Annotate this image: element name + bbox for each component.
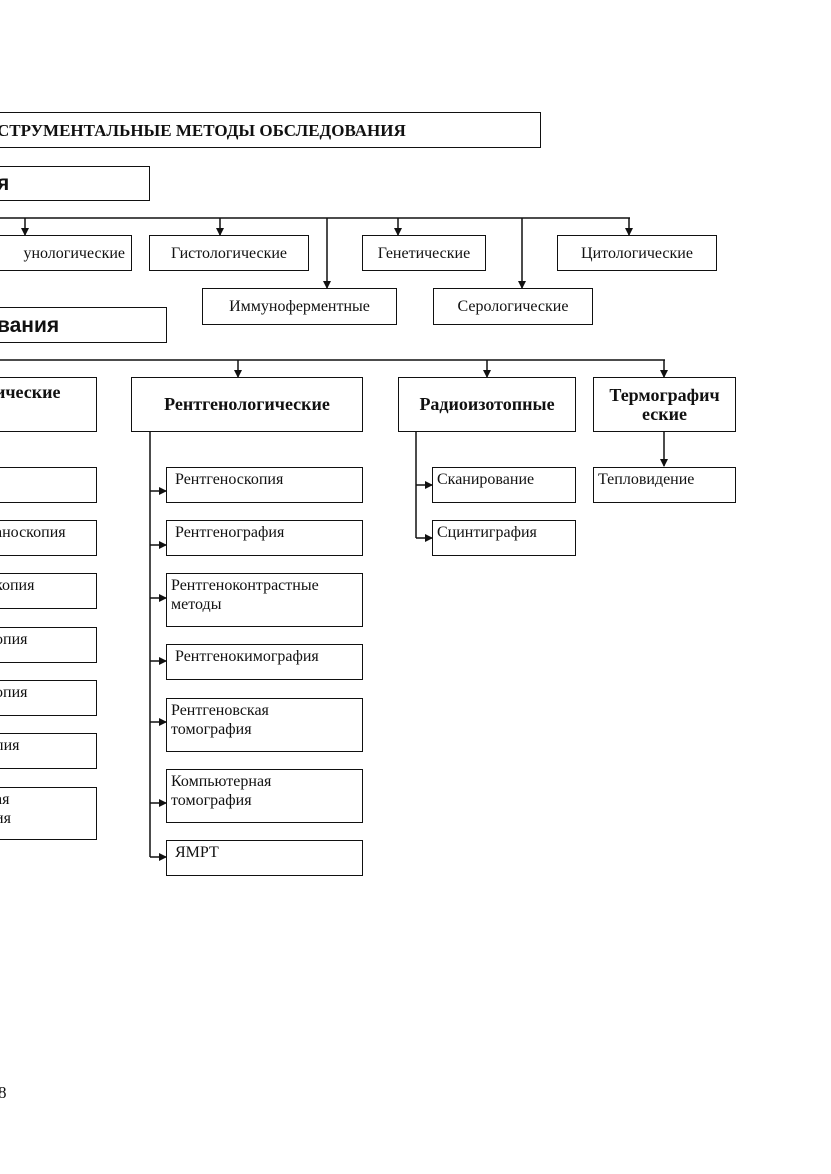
xray-item: ЯМРТ — [166, 840, 363, 876]
page-number: 8 — [0, 1083, 7, 1102]
lab-item-histological: Гистологические — [149, 235, 309, 271]
left-item — [0, 467, 97, 503]
xray-item: Рентгенокимография — [166, 644, 363, 680]
left-item: копия — [0, 573, 97, 609]
left-item: опия — [0, 680, 97, 716]
lab-methods-title: я — [0, 173, 9, 194]
lab-item-cytological: Цитологические — [557, 235, 717, 271]
left-item: аноскопия — [0, 520, 97, 556]
main-title: СТРУМЕНТАЛЬНЫЕ МЕТОДЫ ОБСЛЕДОВАНИЯ — [0, 120, 406, 140]
thermo-item: Тепловидение — [593, 467, 736, 503]
radioisotope-item: Сканирование — [432, 467, 576, 503]
left-item: пия — [0, 733, 97, 769]
radioisotope-item: Сцинтиграфия — [432, 520, 576, 556]
main-title-box: СТРУМЕНТАЛЬНЫЕ МЕТОДЫ ОБСЛЕДОВАНИЯ — [0, 112, 541, 148]
instrumental-methods-title-box: вания — [0, 307, 167, 343]
category-thermographic: Термографич еские — [593, 377, 736, 432]
category-endoscopic: ические — [0, 377, 97, 432]
xray-item: Рентгенография — [166, 520, 363, 556]
left-item: ая ия — [0, 787, 97, 840]
instrumental-methods-title: вания — [0, 313, 60, 337]
lab-methods-title-box: я — [0, 166, 150, 201]
category-radiological: Рентгенологические — [131, 377, 363, 432]
category-radioisotope: Радиоизотопные — [398, 377, 576, 432]
left-item: опия — [0, 627, 97, 663]
lab-item-serological: Серологические — [433, 288, 593, 325]
lab-item-genetic: Генетические — [362, 235, 486, 271]
xray-item: Рентгеноскопия — [166, 467, 363, 503]
xray-item: Рентгеновская томография — [166, 698, 363, 752]
lab-item-immunological: унологические — [0, 235, 132, 271]
lab-item-immunoenzyme: Иммуноферментные — [202, 288, 397, 325]
xray-item: Рентгеноконтрастные методы — [166, 573, 363, 627]
xray-item: Компьютерная томография — [166, 769, 363, 823]
